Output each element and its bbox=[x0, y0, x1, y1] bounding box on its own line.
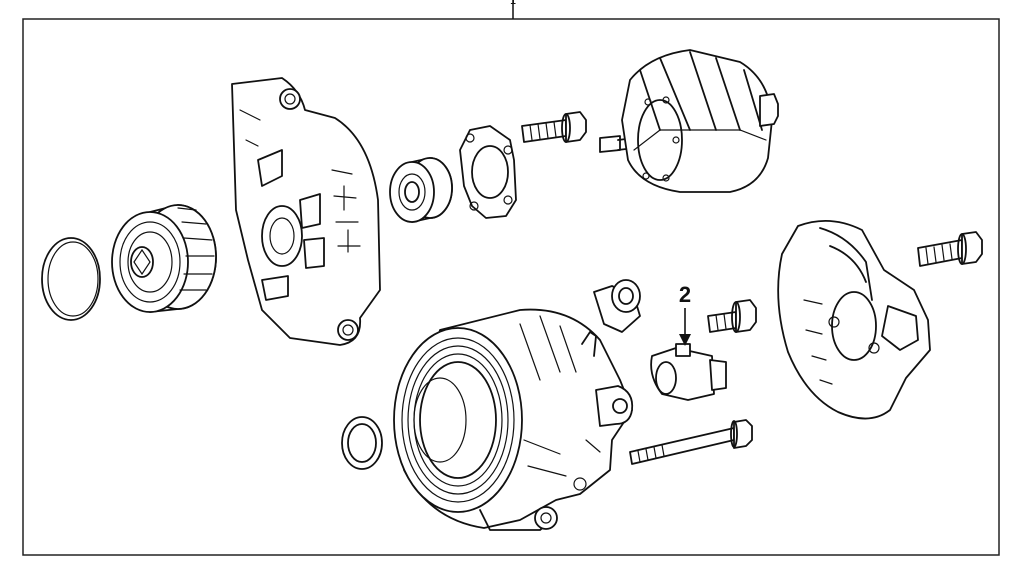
part-2-connector bbox=[650, 343, 727, 401]
diagram-frame bbox=[22, 18, 1000, 556]
front-bearing bbox=[389, 157, 453, 223]
retainer-bolt bbox=[521, 111, 587, 143]
callout-1-label: 1 bbox=[510, 0, 516, 7]
seal-ring bbox=[341, 416, 383, 470]
short-bolt bbox=[707, 299, 757, 333]
drive-end-frame bbox=[231, 77, 381, 346]
through-bolt bbox=[629, 419, 753, 465]
pulley-dust-cap bbox=[41, 237, 101, 321]
cover-bolt bbox=[917, 231, 983, 267]
callout-2-label: 2 bbox=[679, 282, 691, 307]
terminal-insulator bbox=[593, 279, 641, 333]
callout-2-arrowhead bbox=[679, 334, 691, 346]
alternator-main-body bbox=[393, 308, 634, 531]
bearing-retainer-plate bbox=[459, 125, 517, 219]
clutch-pulley bbox=[111, 204, 217, 313]
rotor-assembly bbox=[599, 49, 779, 193]
rear-end-cover bbox=[777, 219, 931, 420]
